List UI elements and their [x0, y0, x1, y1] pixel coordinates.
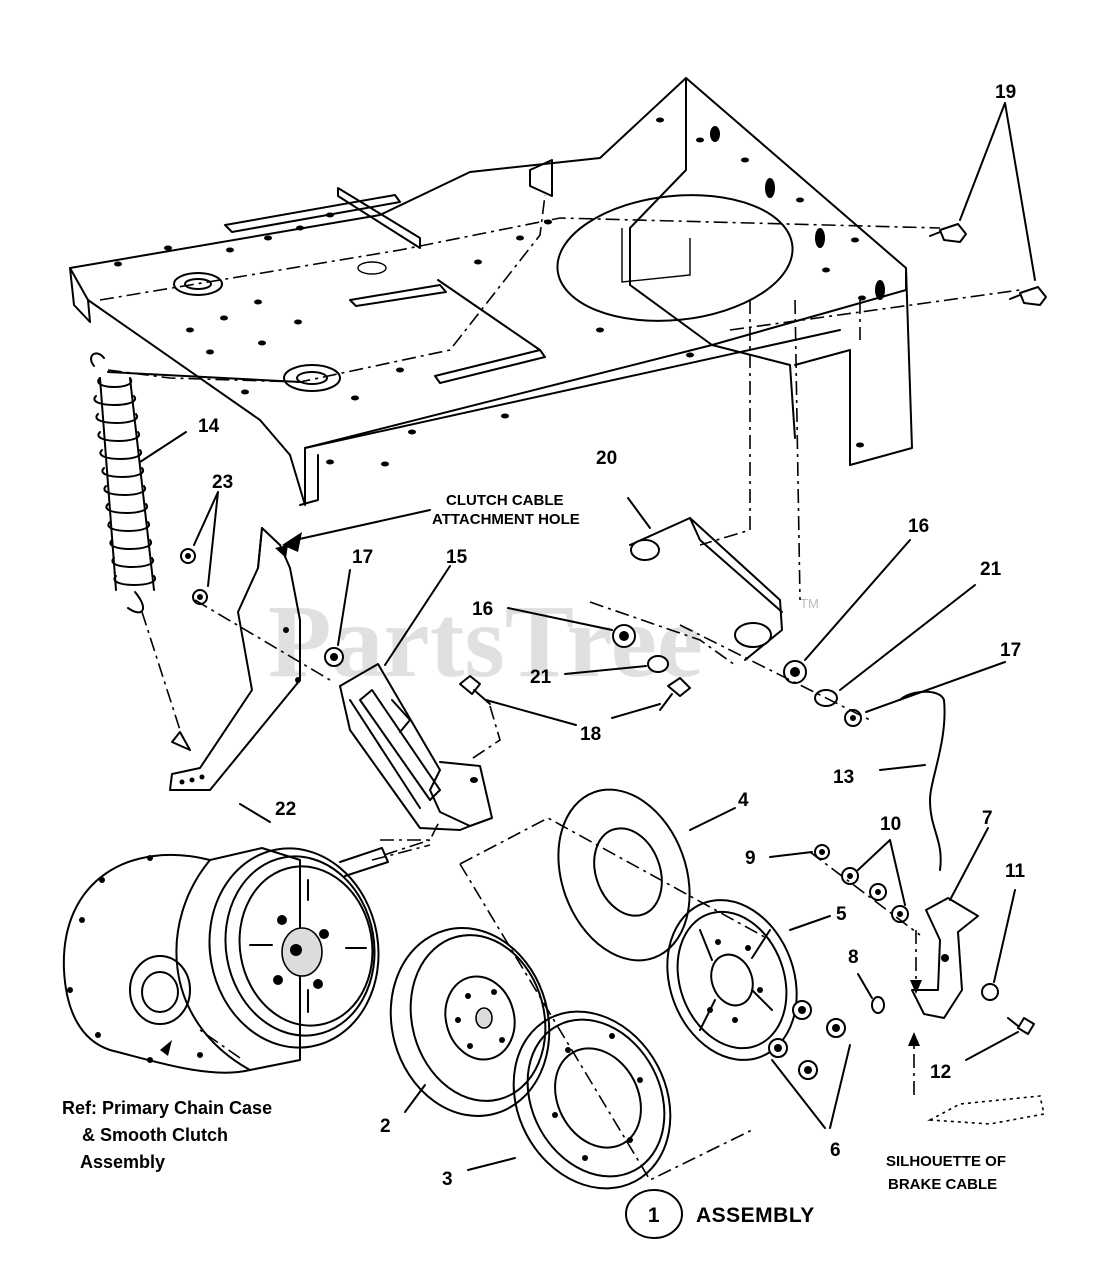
callout-21-left: 21 [530, 667, 552, 688]
frame-chassis [69, 77, 1021, 601]
note-silhouette-line1: SILHOUETTE OF [886, 1153, 1006, 1170]
part-23-nuts [180, 491, 331, 681]
callout-9: 9 [745, 848, 756, 869]
assembly-label: ASSEMBLY [696, 1204, 815, 1227]
part-4-friction-disk [557, 788, 736, 962]
part-12-bolt [908, 1017, 1045, 1125]
part-6-nuts [768, 1000, 851, 1129]
callout-22: 22 [275, 799, 296, 820]
part-14-spring [90, 352, 301, 751]
callout-16-left: 16 [472, 599, 493, 620]
callout-13: 13 [833, 767, 854, 788]
callout-21-right: 21 [980, 559, 1002, 580]
note-ref-line1: Ref: Primary Chain Case [62, 1098, 272, 1118]
part-7-brake-arm [910, 827, 989, 1019]
callout-17-right: 17 [1000, 640, 1021, 661]
callout-7: 7 [982, 808, 993, 829]
note-clutch-cable-line1: CLUTCH CABLE [446, 492, 564, 509]
watermark-trademark: TM [800, 596, 819, 611]
part-11-spacer [981, 889, 1016, 1001]
callout-18: 18 [580, 724, 601, 745]
part-2-drum [389, 927, 551, 1117]
part-13-cable [879, 690, 946, 871]
callout-6: 6 [830, 1140, 841, 1161]
callout-8: 8 [848, 947, 859, 968]
assembly-badge: 1 ASSEMBLY [625, 1189, 815, 1239]
note-ref-line3: Assembly [80, 1152, 165, 1172]
callout-19: 19 [995, 82, 1016, 103]
part-16-spacer-right [783, 539, 911, 684]
part-9-nut [769, 844, 830, 860]
diagram-notes: CLUTCH CABLE ATTACHMENT HOLE Ref: Primar… [62, 492, 1006, 1193]
callout-3: 3 [442, 1169, 453, 1190]
part-8-spring-washer [857, 973, 885, 1014]
part-22-lever [169, 509, 431, 823]
note-silhouette-line2: BRAKE CABLE [888, 1176, 997, 1193]
callout-16-right: 16 [908, 516, 929, 537]
callout-5: 5 [836, 904, 847, 925]
part-3-cover [467, 1010, 672, 1190]
callout-23: 23 [212, 472, 233, 493]
part-16-spacer-left [507, 607, 636, 648]
part-21-washer-right [814, 584, 976, 707]
callout-labels: 19 14 23 20 16 17 15 21 16 17 21 18 13 2… [198, 82, 1026, 1190]
callout-4: 4 [738, 790, 749, 811]
chain-case-reference [62, 839, 431, 1074]
callout-2: 2 [380, 1116, 391, 1137]
assembly-number: 1 [648, 1204, 660, 1227]
callout-17-left: 17 [352, 547, 373, 568]
part-19-bolts [929, 102, 1047, 306]
part-18-bolts [459, 675, 691, 761]
part-17-nut-left [324, 569, 351, 667]
part-5-pulley [666, 899, 831, 1061]
callout-15: 15 [446, 547, 468, 568]
part-15-bracket [339, 565, 493, 831]
callout-10: 10 [880, 814, 901, 835]
callout-14: 14 [198, 416, 220, 437]
callout-12: 12 [930, 1062, 951, 1083]
part-21-washer-left [564, 655, 669, 675]
part-10-washers [809, 839, 921, 936]
note-ref-line2: & Smooth Clutch [82, 1125, 228, 1145]
note-clutch-cable-line2: ATTACHMENT HOLE [432, 511, 580, 528]
callout-20: 20 [596, 448, 617, 469]
callout-11: 11 [1005, 861, 1026, 882]
part-17-nut-right [844, 661, 1006, 727]
part-20-bracket [627, 497, 783, 661]
